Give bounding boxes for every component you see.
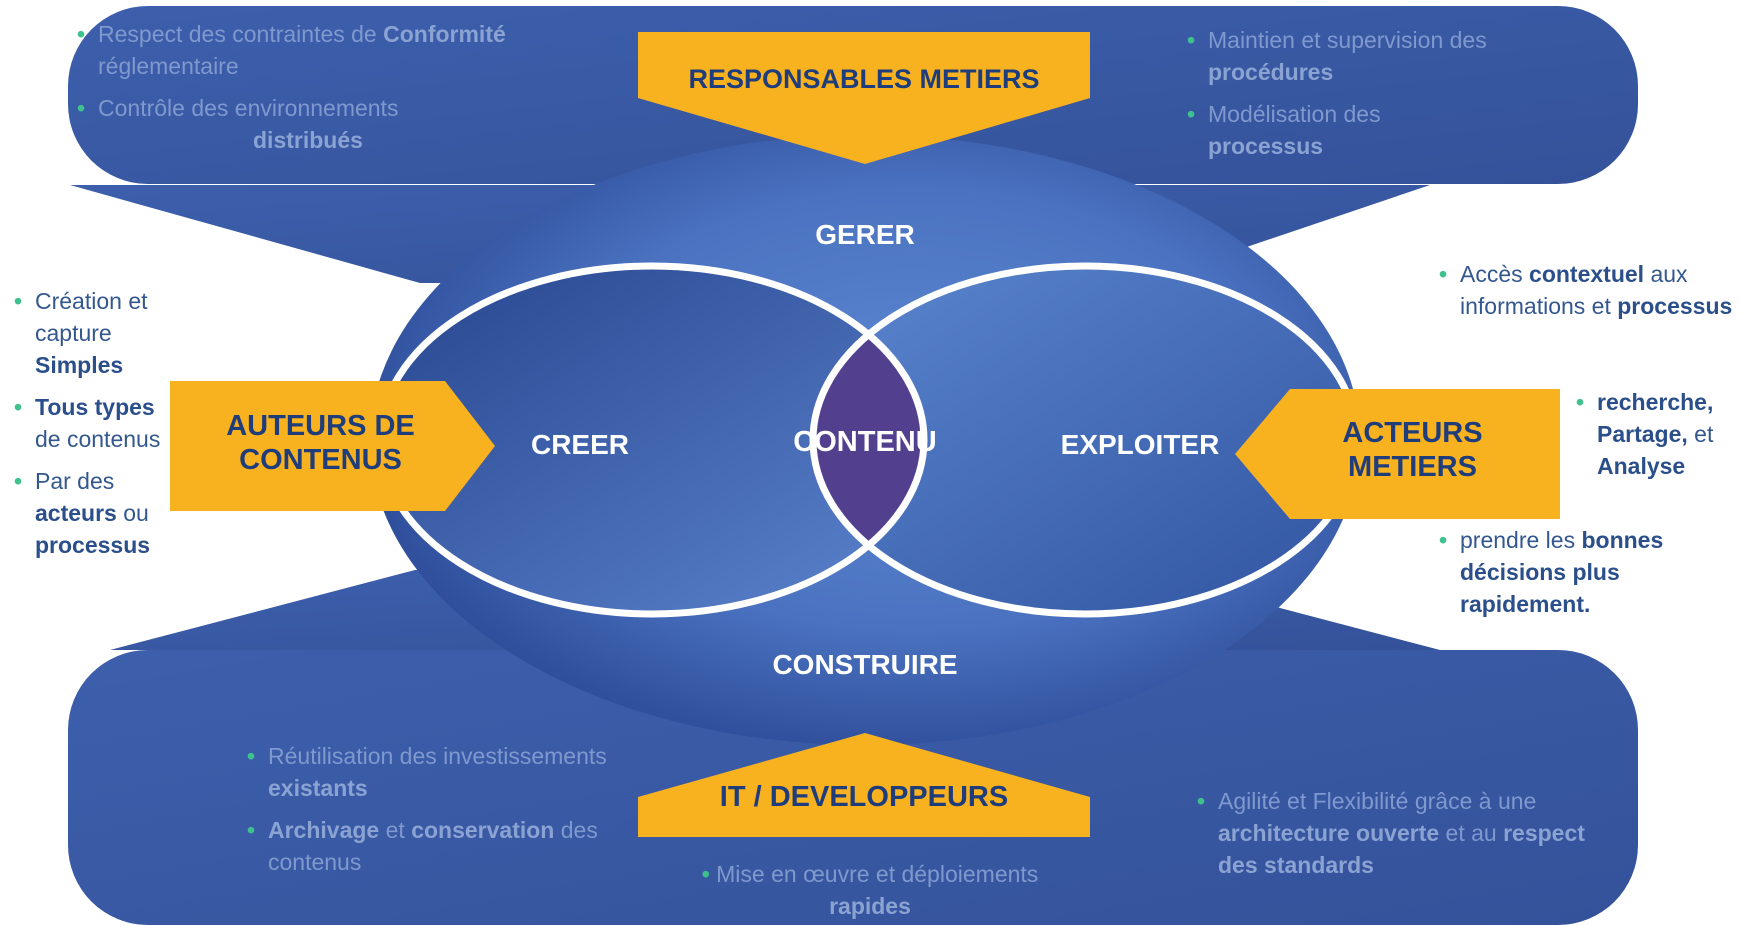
- top-arrow-shape: [638, 32, 1090, 164]
- list-item: Tous types de contenus: [12, 391, 172, 455]
- list-item: Respect des contraintes de Conformité ré…: [75, 18, 595, 82]
- list-item: Agilité et Flexibilité grâce à une archi…: [1195, 785, 1585, 881]
- top-arrow-label: RESPONSABLES METIERS: [688, 64, 1040, 94]
- left-list: Création et capture Simples Tous types d…: [12, 285, 172, 571]
- right-arrow-label: ACTEURS METIERS: [1342, 417, 1483, 483]
- right-bottom-list: prendre les bonnes décisions plus rapide…: [1437, 524, 1707, 630]
- label-creer: CREER: [530, 429, 629, 460]
- bottom-right-list: Agilité et Flexibilité grâce à une archi…: [1195, 785, 1585, 891]
- left-arrow-shape: [170, 381, 495, 511]
- list-item: Maintien et supervision des procédures: [1185, 24, 1545, 88]
- label-gerer: GERER: [815, 219, 915, 250]
- list-item: Archivage et conservation des contenus: [245, 814, 615, 878]
- bottom-left-list: Réutilisation des investissements exista…: [245, 740, 615, 888]
- list-item: Création et capture Simples: [12, 285, 172, 381]
- label-contenu: CONTENU: [793, 426, 937, 458]
- right-lens: [813, 266, 1357, 614]
- label-construire: CONSTRUIRE: [772, 649, 958, 680]
- top-right-list: Maintien et supervision des procédures M…: [1185, 24, 1545, 172]
- list-item: Modélisation des processus: [1185, 98, 1545, 162]
- left-lens: [380, 266, 924, 614]
- bottom-arrow-shape: [638, 733, 1090, 837]
- list-item: prendre les bonnes décisions plus rapide…: [1437, 524, 1707, 620]
- list-item: Accès contextuel aux informations et pro…: [1437, 258, 1737, 322]
- list-item: Par des acteurs ou processus: [12, 465, 172, 561]
- top-left-list: Respect des contraintes de Conformité ré…: [75, 18, 595, 166]
- right-mid-list: recherche, Partage, et Analyse: [1574, 386, 1739, 492]
- right-arrow-shape: [1235, 389, 1560, 519]
- left-arrow-label: AUTEURS DE CONTENUS: [226, 410, 415, 476]
- list-item: Réutilisation des investissements exista…: [245, 740, 615, 804]
- list-item: recherche, Partage, et Analyse: [1574, 386, 1739, 482]
- label-exploiter: EXPLOITER: [1060, 429, 1220, 460]
- right-top-list: Accès contextuel aux informations et pro…: [1437, 258, 1737, 332]
- bottom-arrow-label: IT / DEVELOPPEURS: [719, 781, 1009, 813]
